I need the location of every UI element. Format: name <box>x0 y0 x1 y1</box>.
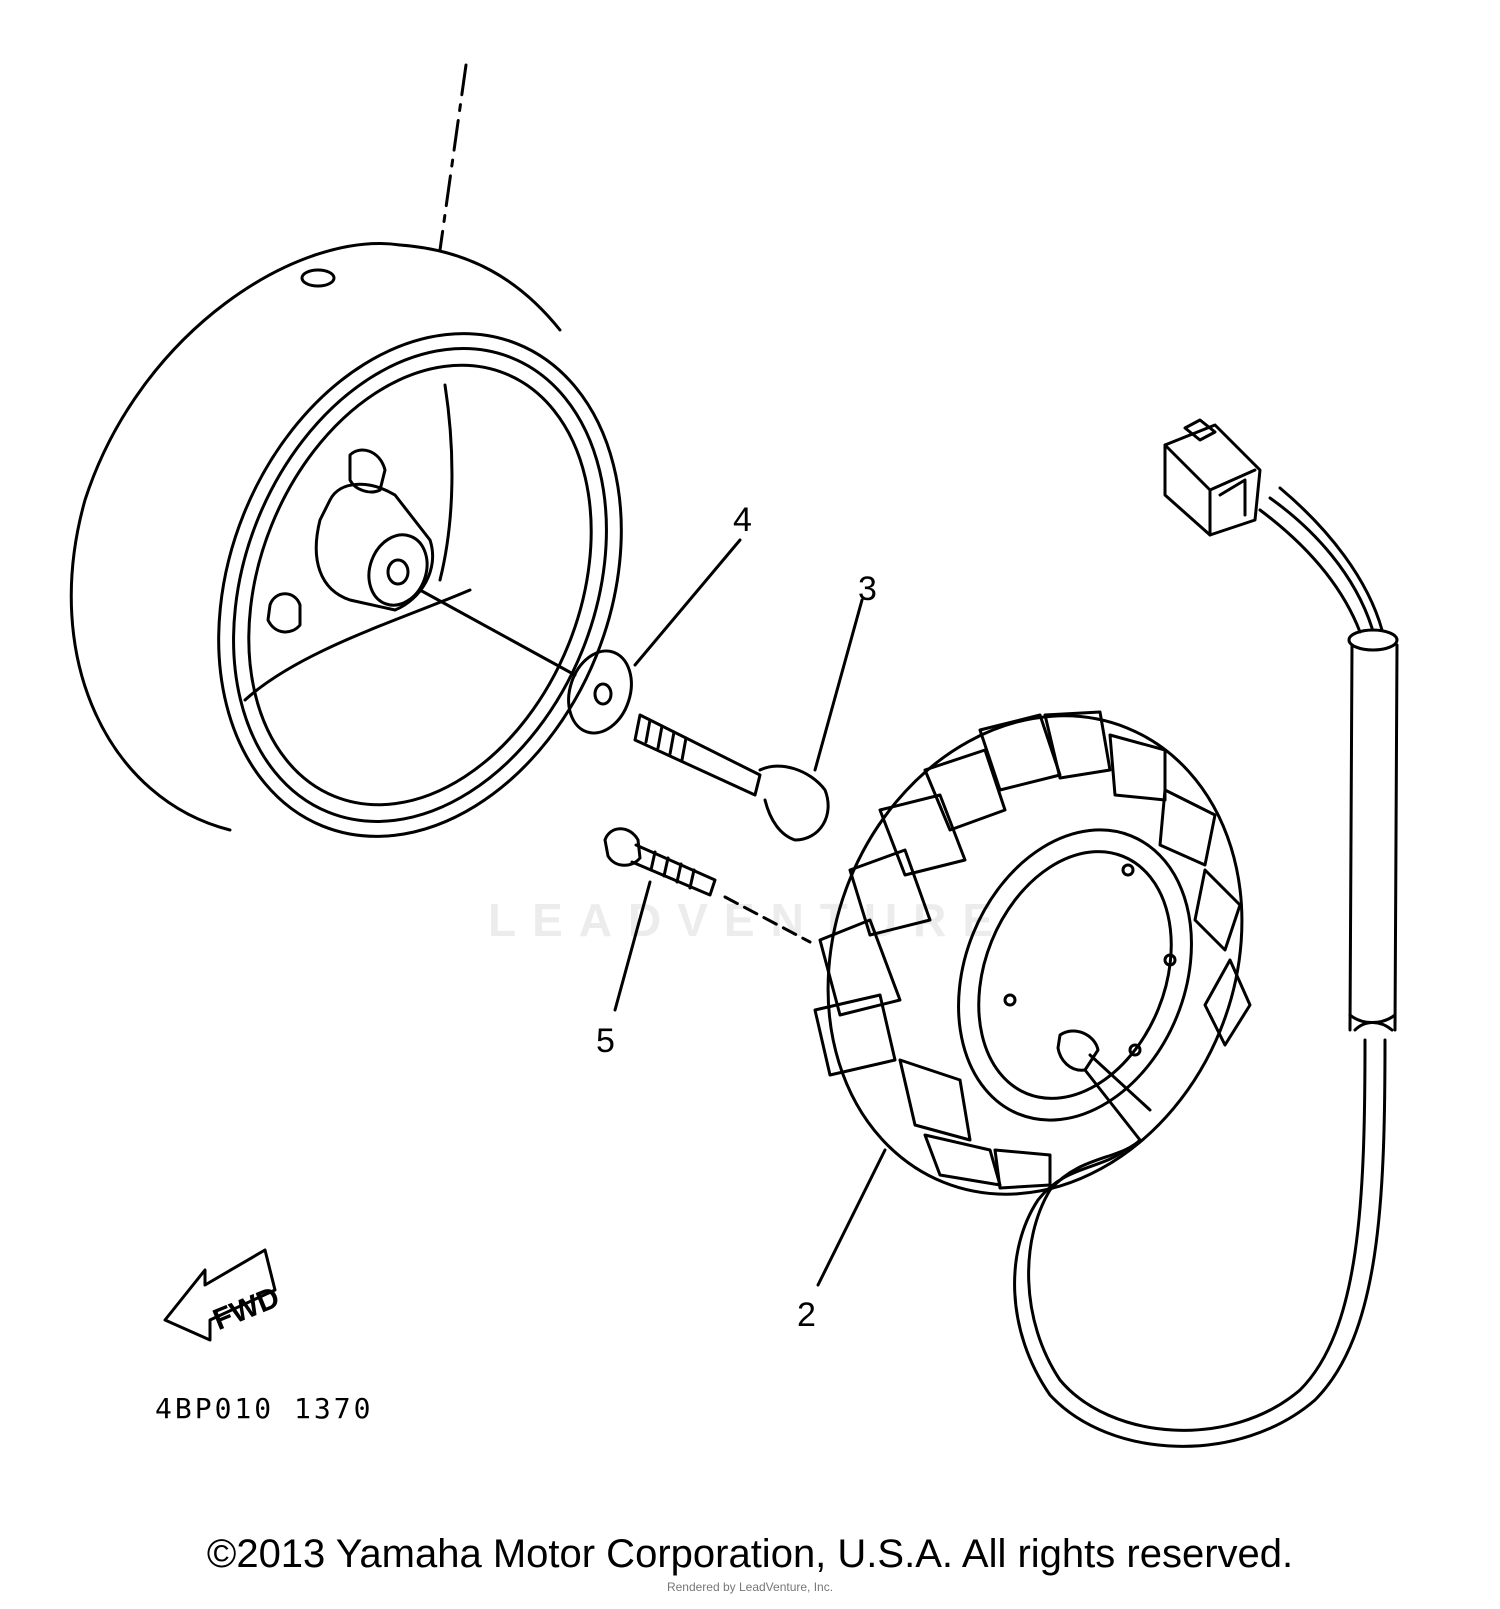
stator-part-2 <box>813 710 1252 1287</box>
bolt-part-3 <box>633 598 864 842</box>
callout-label-5: 5 <box>596 1022 615 1060</box>
screw-part-5 <box>603 827 812 1012</box>
axis-line <box>418 588 577 677</box>
callout-label-3: 3 <box>858 570 877 608</box>
diagram-part-code: 4BP010 1370 <box>155 1392 374 1425</box>
fwd-arrow-label: FWD <box>208 1281 284 1337</box>
watermark-subtext: Rendered by LeadVenture, Inc. <box>666 1580 834 1594</box>
callout-label-4: 4 <box>733 501 752 539</box>
callout-label-2: 2 <box>797 1296 816 1334</box>
wire-harness <box>1013 418 1399 1448</box>
watermark-text: LEADVENTURE <box>488 894 1010 946</box>
washer-part-4 <box>567 538 742 735</box>
flywheel-rotor <box>69 63 623 838</box>
copyright-notice: ©2013 Yamaha Motor Corporation, U.S.A. A… <box>206 1532 1294 1576</box>
fwd-arrow <box>163 1248 277 1342</box>
